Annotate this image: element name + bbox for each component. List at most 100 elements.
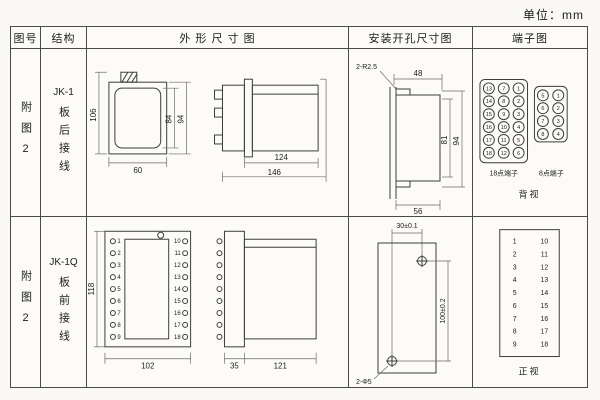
terminal-number: 15 (486, 112, 492, 118)
terminal-block-18 (479, 78, 529, 164)
relay-side-view (216, 230, 317, 347)
dim-lines (94, 71, 191, 167)
row2-outline-cell: 1 2 3 4 5 6 7 8 9 10 11 12 13 14 15 16 1… (87, 217, 349, 387)
terminal-number: 16 (541, 315, 549, 322)
dim-width-56: 56 (413, 207, 422, 216)
terminal-number: 8 (513, 328, 517, 335)
dim-height-94: 94 (177, 114, 186, 123)
terminal-number: 10 (501, 125, 507, 131)
dim-lines (391, 228, 422, 355)
terminal-number: 18 (174, 334, 181, 340)
dim-height-94: 94 (452, 136, 461, 145)
terminal-number: 17 (486, 138, 492, 144)
terminal-number: 6 (117, 298, 121, 304)
terminal-number: 7 (117, 310, 121, 316)
dim-lines (379, 70, 442, 90)
terminal-number: 18 (486, 151, 492, 157)
terminal-number: 5 (517, 138, 520, 144)
terminal-number: 8 (541, 132, 544, 138)
terminal-number: 6 (513, 302, 517, 309)
dim-width-121: 121 (274, 361, 288, 370)
terminal-number: 2 (513, 251, 517, 258)
terminal-number: 18 (541, 341, 549, 348)
terminal-number: 12 (501, 151, 507, 157)
row2-install-cell: 30±0.1 100±0.2 (349, 217, 473, 387)
terminal-number: 12 (174, 263, 181, 269)
terminal-number: 16 (486, 125, 492, 131)
terminal-number: 1 (117, 239, 121, 245)
terminal-number: 1 (513, 238, 517, 245)
terminal-number: 6 (541, 106, 544, 112)
terminal-block-8 (533, 85, 568, 143)
terminal-number: 5 (513, 290, 517, 297)
dim-lines (373, 260, 451, 379)
terminal-number: 4 (517, 125, 520, 131)
unit-label: 单位：mm (523, 8, 584, 22)
row1-outline-cell: 106 84 94 60 (87, 49, 349, 217)
dim-width-48: 48 (413, 69, 422, 78)
dim-height-118: 118 (87, 282, 96, 295)
terminal-number: 3 (517, 112, 520, 118)
terminal-number: 11 (541, 251, 548, 258)
spec-table: 图号 结构 外 形 尺 寸 图 安装开孔尺寸图 端子图 附图2 JK-1 板后接… (10, 26, 588, 388)
row1-terminal-drawing: 13 7 1 14 8 2 15 9 3 16 10 4 17 11 5 18 … (479, 78, 568, 199)
terminal-number: 14 (541, 290, 549, 297)
dim-lines (224, 352, 317, 364)
note-hole-diameter: 2-Φ5 (356, 379, 372, 386)
fig-no-text: 附图2 (19, 270, 32, 334)
terminal-number: 5 (117, 287, 121, 293)
dim-width-124: 124 (275, 153, 289, 162)
model-label: JK-1 (53, 87, 74, 98)
row1-structure: JK-1 板后接线 (41, 49, 87, 217)
terminal-number: 2 (517, 99, 520, 105)
terminal-number: 7 (513, 315, 517, 322)
terminal-strip (499, 228, 560, 357)
dim-height-81: 81 (440, 135, 449, 144)
terminal-number: 4 (557, 132, 560, 138)
relay-front-view (108, 71, 168, 155)
block8-label: 8点端子 (539, 169, 564, 178)
terminal-number: 2 (557, 106, 560, 112)
dim-hole-spacing-h: 30±0.1 (396, 223, 417, 230)
dim-height-84: 84 (165, 114, 174, 123)
row2-terminal-drawing: 1 2 3 4 5 6 7 8 9 10 11 12 13 14 15 16 1… (499, 228, 560, 376)
mounting-holes (385, 254, 428, 367)
terminal-number: 10 (541, 238, 549, 245)
row2-outline-drawing: 1 2 3 4 5 6 7 8 9 10 11 12 13 14 15 16 1… (87, 230, 317, 370)
terminal-number: 6 (517, 151, 520, 157)
model-label: JK-1Q (49, 256, 78, 268)
relay-side-view (214, 78, 319, 158)
terminal-number: 4 (513, 277, 517, 284)
terminal-number: 13 (541, 277, 549, 284)
terminal-number: 2 (117, 251, 121, 257)
terminal-number: 9 (502, 112, 505, 118)
terminal-number: 17 (541, 328, 549, 335)
dim-width-35: 35 (230, 361, 239, 370)
terminal-number: 1 (557, 93, 560, 99)
header-install: 安装开孔尺寸图 (349, 27, 473, 49)
dim-width-102: 102 (141, 361, 155, 370)
terminal-number: 5 (541, 93, 544, 99)
header-terminal: 端子图 (473, 27, 587, 49)
dim-lines (93, 230, 191, 364)
row1-fig-no: 附图2 (11, 49, 41, 217)
terminal-number: 11 (174, 251, 181, 257)
dim-width-146: 146 (268, 168, 282, 177)
row2-terminal-cell: 1 2 3 4 5 6 7 8 9 10 11 12 13 14 15 16 1… (473, 217, 587, 387)
terminal-number: 3 (117, 263, 121, 269)
terminal-number: 15 (174, 298, 181, 304)
panel-cutout (377, 242, 436, 373)
header-fig-no: 图号 (11, 27, 41, 49)
terminal-number: 7 (541, 119, 544, 125)
row1-terminal-cell: 13 7 1 14 8 2 15 9 3 16 10 4 17 11 5 18 … (473, 49, 587, 217)
dim-lines (395, 90, 465, 210)
terminal-number: 9 (117, 334, 121, 340)
row1-outline-drawing: 106 84 94 60 (89, 71, 327, 182)
fig-no-text: 附图2 (19, 100, 32, 165)
terminal-number: 10 (174, 239, 181, 245)
terminal-number: 12 (541, 264, 549, 271)
terminal-number: 17 (174, 322, 181, 328)
note-corner-radius: 2-R2.5 (356, 64, 377, 71)
dim-hole-spacing-v: 100±0.2 (440, 298, 447, 323)
